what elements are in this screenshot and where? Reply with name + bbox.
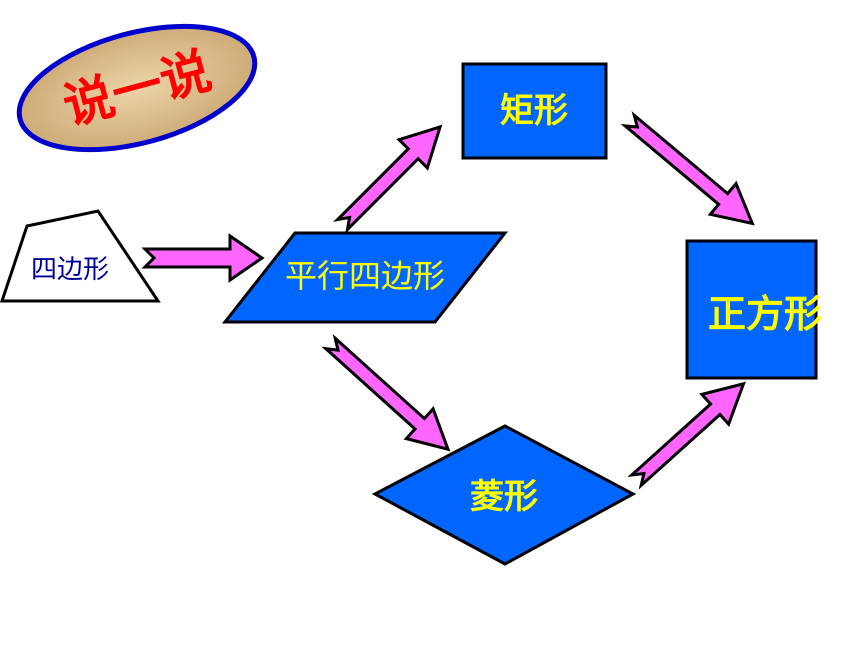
square-shape: [685, 239, 818, 380]
square-label: 正方形: [708, 292, 822, 336]
node-quadrilateral: 四边形: [0, 209, 161, 303]
badge-ellipse: [16, 23, 258, 153]
node-rectangle: 矩形: [461, 62, 608, 160]
rectangle-label: 矩形: [500, 91, 568, 131]
arrow-parallelogram-to-rectangle: [333, 124, 443, 234]
talk-badge: 说一说: [16, 23, 258, 153]
arrows: [141, 111, 755, 490]
arrow-quad-to-parallelogram: [141, 233, 265, 283]
rhombus-label: 菱形: [470, 477, 538, 517]
node-rhombus: 菱形: [371, 424, 637, 566]
node-parallelogram: 平行四边形: [221, 231, 509, 324]
parallelogram-shape: [221, 231, 509, 324]
arrow-rhombus-to-square: [627, 381, 746, 490]
parallelogram-label: 平行四边形: [285, 257, 445, 295]
node-square: 正方形: [685, 239, 822, 380]
arrow-rectangle-to-square: [620, 111, 755, 226]
trapezoid-shape: [0, 209, 161, 303]
quadrilateral-label: 四边形: [31, 255, 109, 285]
arrow-parallelogram-to-rhombus: [321, 333, 451, 452]
rhombus-shape: [371, 424, 637, 566]
rectangle-shape: [461, 62, 608, 160]
